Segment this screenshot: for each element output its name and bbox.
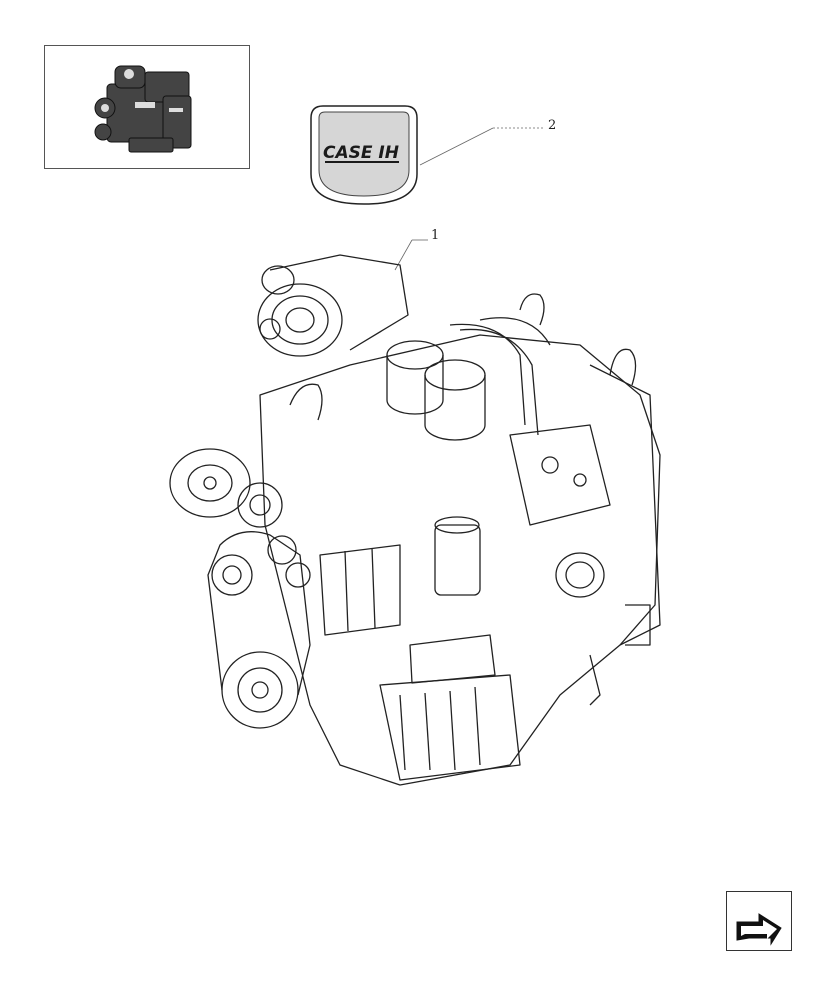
next-page-arrow-icon [736, 913, 782, 946]
case-ih-logo-badge: CASE IH [309, 104, 419, 206]
engine-thumbnail-icon [94, 65, 192, 153]
callout-engine: 1 [431, 228, 440, 243]
next-page-button[interactable] [726, 891, 792, 951]
overview-thumbnail[interactable] [44, 45, 250, 169]
turbocharger [257, 254, 409, 357]
engine-assembly-drawing [150, 225, 670, 795]
logo-text: CASE IH [323, 143, 399, 163]
callout-logo: 2 [548, 118, 557, 133]
